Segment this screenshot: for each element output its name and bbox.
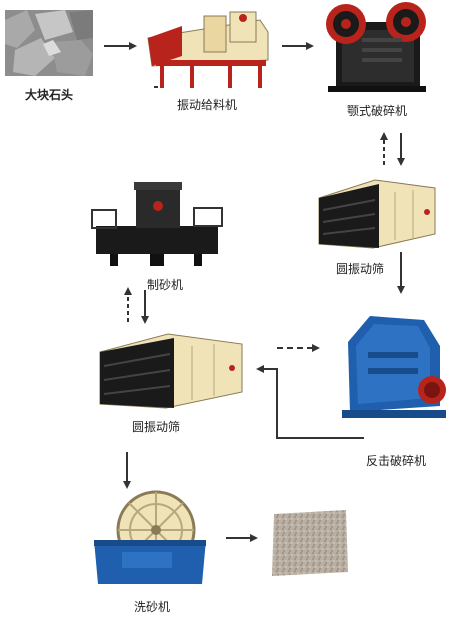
impact-crusher-image	[342, 316, 446, 418]
label-jaw-crusher: 颚式破碎机	[346, 104, 407, 118]
node-vibrating-screen-1: 圆振动筛	[315, 178, 440, 278]
label-sand-washer: 洗砂机	[133, 600, 170, 614]
stone-image	[5, 10, 93, 76]
jaw-crusher-image	[326, 2, 426, 92]
node-sand-washer: 洗砂机	[92, 490, 210, 620]
label-sand-maker: 制砂机	[146, 278, 183, 292]
vibrating-screen-2-image	[99, 333, 243, 409]
node-impact-crusher: 反击破碎机	[340, 312, 450, 468]
node-jaw-crusher: 颚式破碎机	[322, 2, 432, 120]
node-finished-sand	[270, 510, 350, 576]
finished-sand-image	[272, 510, 348, 576]
label-vibrating-screen-2: 圆振动筛	[131, 420, 180, 434]
node-vibrating-screen-2: 圆振动筛	[96, 330, 246, 438]
node-sand-maker: 制砂机	[90, 180, 225, 295]
sand-maker-image	[91, 182, 223, 266]
arrow-impact-to-screen2	[256, 365, 364, 439]
node-vibrating-feeder: 振动给料机	[142, 8, 272, 112]
vibrating-feeder-image	[147, 11, 269, 88]
sand-washer-image	[94, 490, 206, 584]
label-big-stone: 大块石头	[24, 88, 73, 102]
label-impact-crusher: 反击破碎机	[365, 454, 426, 468]
label-vibrating-feeder: 振动给料机	[176, 98, 237, 112]
node-big-stone: 大块石头	[5, 10, 93, 102]
label-vibrating-screen-1: 圆振动筛	[335, 262, 384, 276]
vibrating-screen-1-image	[318, 179, 436, 249]
